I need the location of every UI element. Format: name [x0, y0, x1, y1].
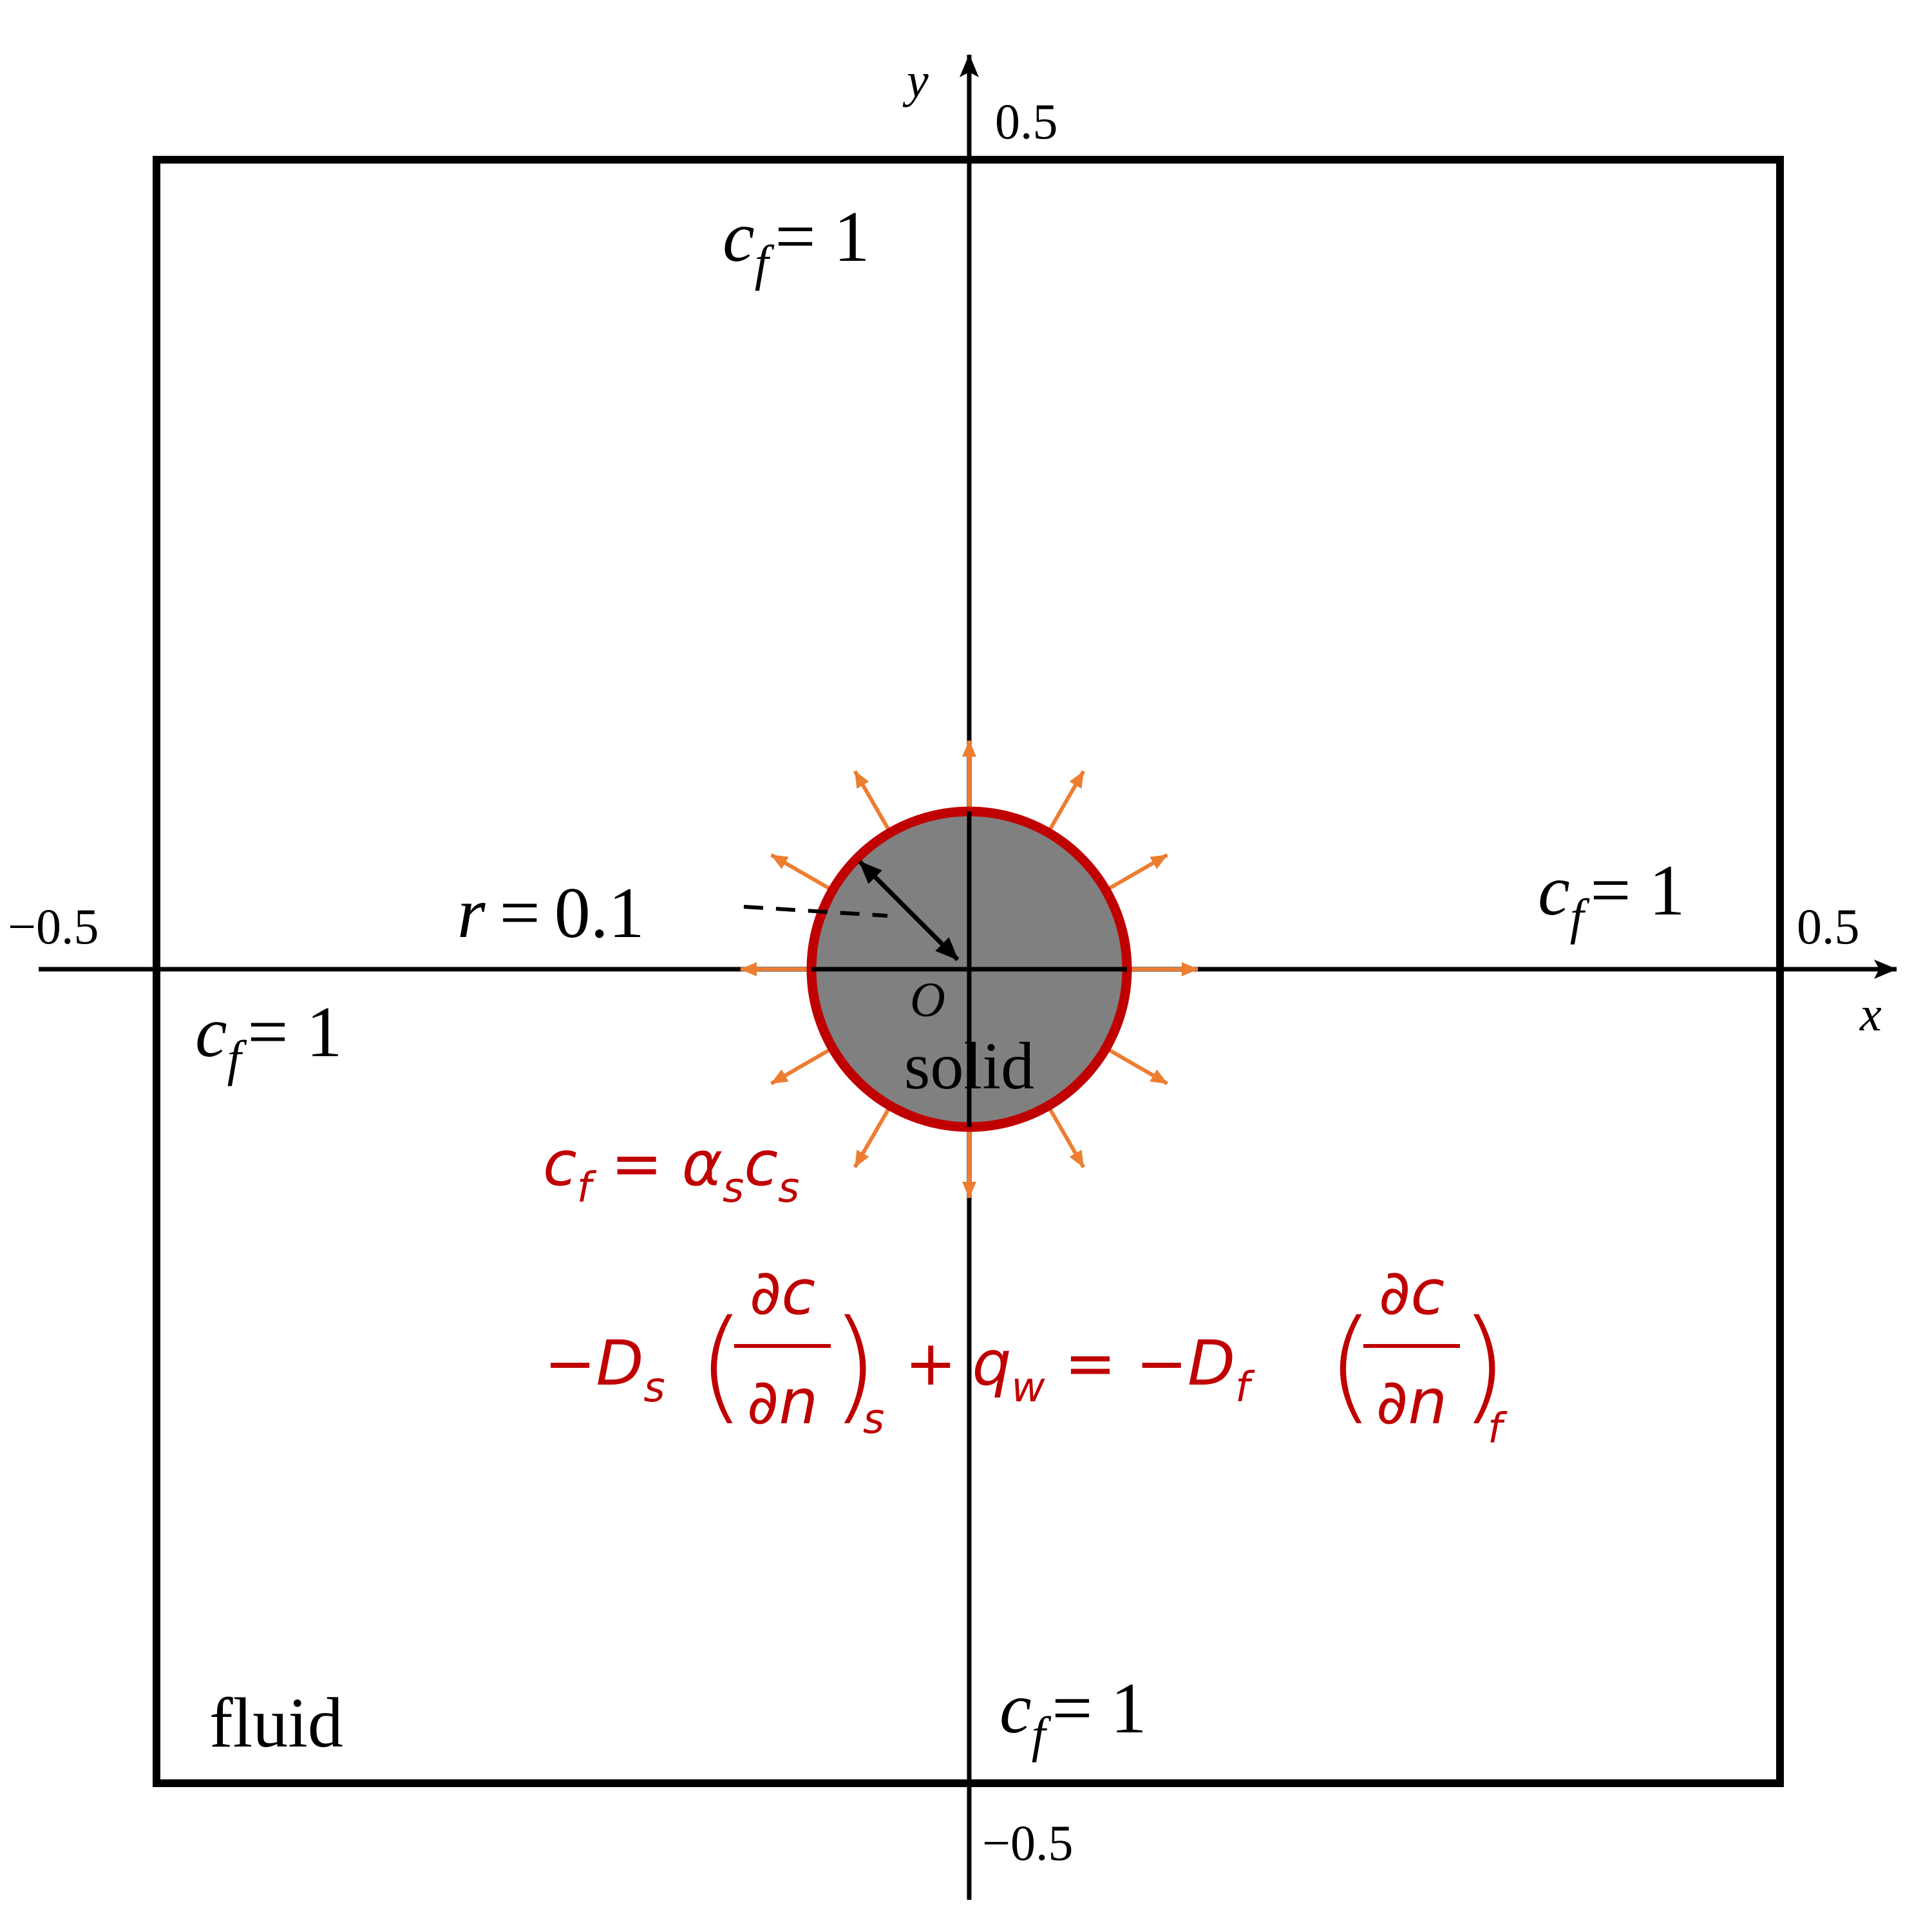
radius-leader: [743, 905, 888, 918]
frac1-sub: s: [863, 1396, 884, 1443]
flux-eq: = −: [1065, 1327, 1188, 1399]
svg-text:−Ds: −Ds: [544, 1327, 665, 1412]
x-max-label: 0.5: [1797, 898, 1860, 954]
flux-Df: D: [1188, 1327, 1235, 1399]
radius-label: r=0.1: [457, 873, 645, 953]
paren-close-1: ): [831, 1294, 878, 1436]
svg-text:+qw= −Df: +qw = −Df: [905, 1327, 1255, 1412]
paren-open-2: (: [1327, 1294, 1374, 1436]
flux-minus: −: [544, 1327, 596, 1399]
paren-close-2: ): [1460, 1294, 1508, 1436]
paren-open-1: (: [697, 1294, 745, 1436]
flux-Ds: D: [596, 1327, 643, 1399]
flux-q: q: [972, 1327, 1011, 1399]
interface-flux-eq: −Ds ( ∂c ∂n ) s +qw= −Df ( ∂c ∂n ) f: [544, 1256, 1508, 1453]
y-max-label: 0.5: [995, 93, 1058, 149]
frac2-den: ∂n: [1376, 1366, 1447, 1438]
origin-label: O: [910, 973, 945, 1027]
y-min-label: −0.5: [982, 1815, 1074, 1871]
bc-top: cf= 1: [723, 197, 870, 291]
bc-left: cf= 1: [195, 992, 343, 1086]
solid-label: solid: [904, 1029, 1034, 1103]
bc-right: cf= 1: [1538, 851, 1685, 945]
bc-bottom: cf= 1: [999, 1669, 1147, 1763]
frac1-den: ∂n: [747, 1366, 818, 1438]
flux-plus: +: [905, 1327, 956, 1399]
flux-Ds-sub: s: [643, 1364, 665, 1412]
frac1-num: ∂c: [750, 1256, 815, 1329]
x-min-label: −0.5: [8, 898, 99, 954]
interface-partition-eq: cf=αscs: [543, 1128, 800, 1212]
fluid-label: fluid: [209, 1683, 343, 1762]
y-axis-label: y: [902, 53, 929, 108]
radius-arrow: [858, 860, 960, 961]
frac2-num: ∂c: [1379, 1256, 1444, 1329]
x-axis-label: x: [1859, 987, 1882, 1041]
flux-Df-sub: f: [1235, 1364, 1255, 1412]
flux-q-sub: w: [1011, 1364, 1045, 1412]
